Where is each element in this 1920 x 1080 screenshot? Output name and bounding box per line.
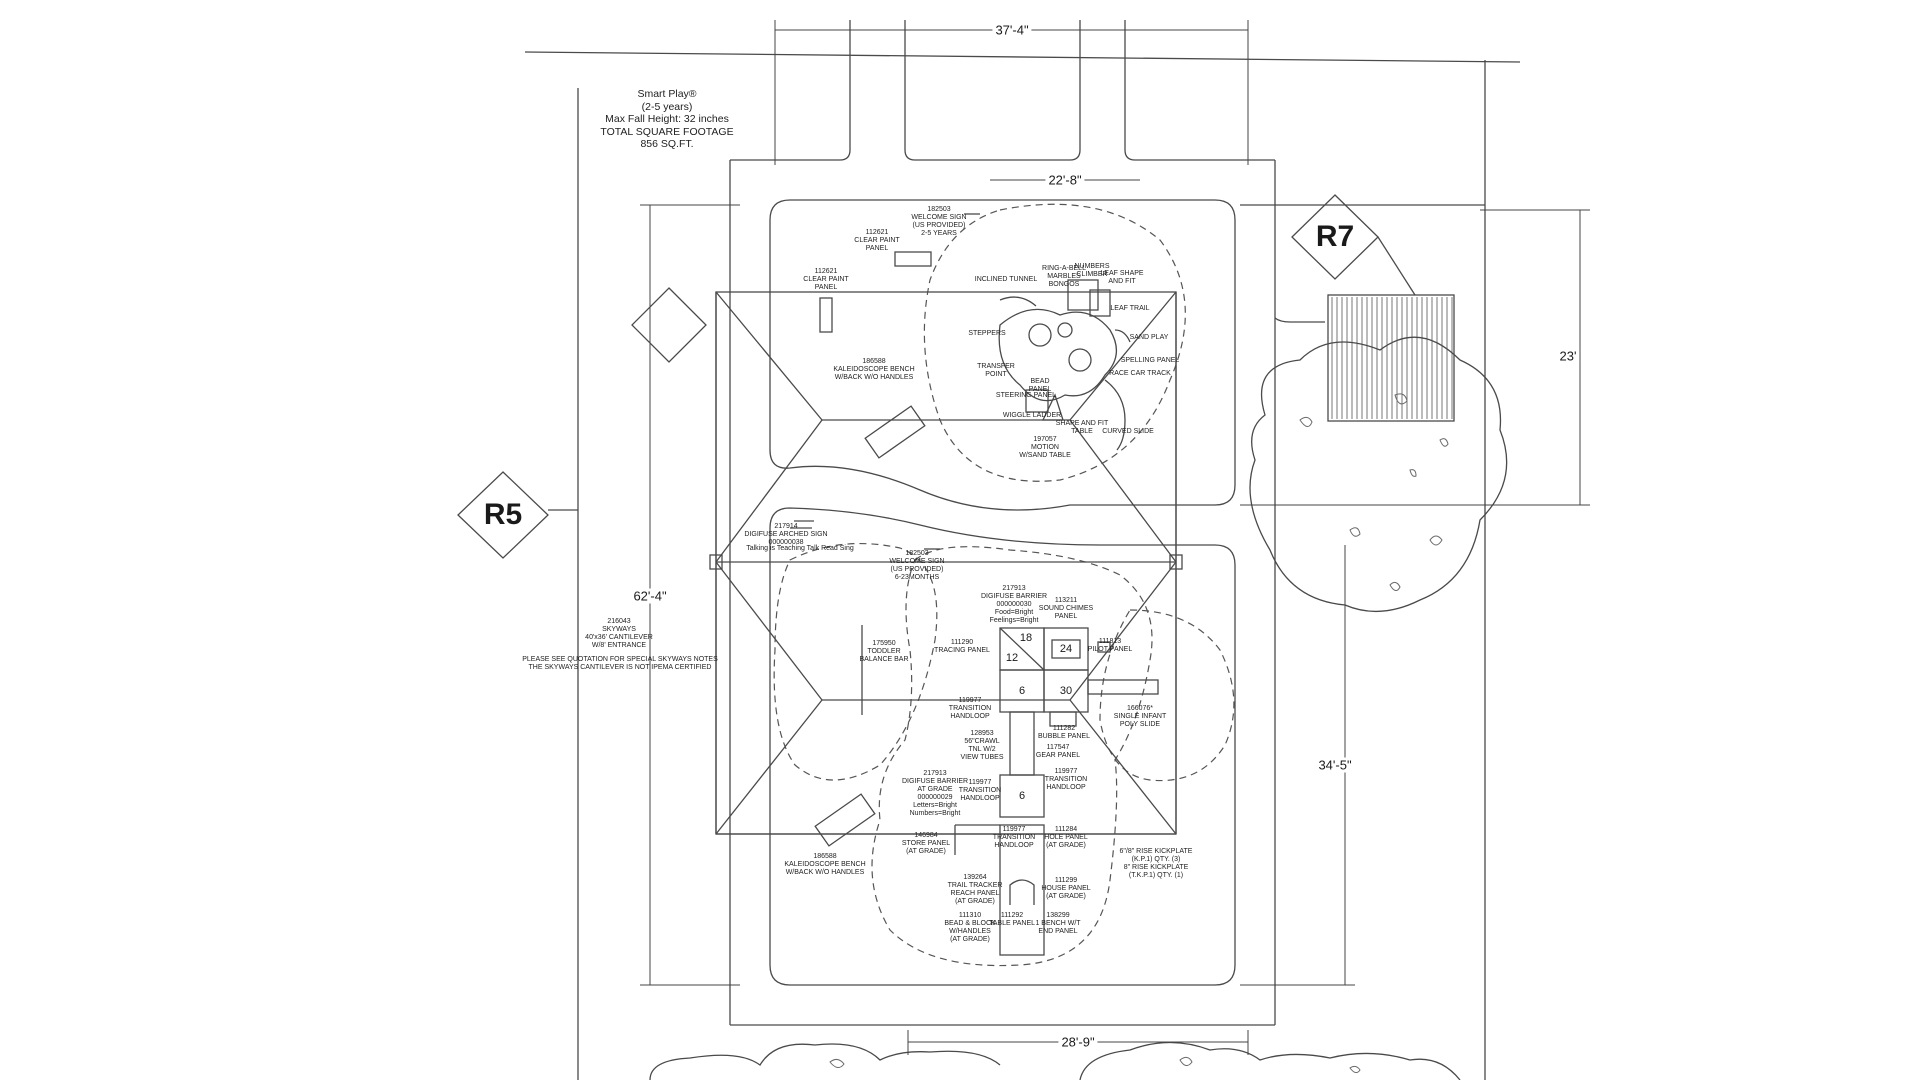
- label-pilot-panel: 111813 PILOT PANEL: [1087, 638, 1133, 653]
- label-store-panel: 146984 STORE PANEL (AT GRADE): [901, 832, 951, 855]
- label-arched-sign-text: Talking is Teaching Talk Read Sing: [746, 545, 854, 552]
- label-bubble-panel: 111282 BUBBLE PANEL: [1037, 725, 1091, 740]
- label-hole-panel: 111284 HOLE PANEL (AT GRADE): [1044, 826, 1088, 849]
- deck-height-18: 18: [1019, 632, 1033, 644]
- label-welcome-sign-bottom: 182503 WELCOME SIGN (US PROVIDED) 6-23MO…: [889, 550, 945, 581]
- marker-r7: R7: [1315, 220, 1355, 253]
- label-clear-paint-a: 112621 CLEAR PAINT PANEL: [854, 229, 900, 252]
- label-tracing-panel: 111290 TRACING PANEL: [934, 639, 990, 654]
- dimension-right-upper: 23': [1556, 348, 1580, 364]
- use-zones: [773, 203, 1235, 967]
- label-sand-play: SAND PLAY: [1129, 334, 1169, 341]
- title-line-1: Smart Play®: [637, 88, 697, 100]
- label-ring-a-bell: RING-A-BELL MARBLES BONGOS: [1042, 265, 1086, 288]
- label-house-panel: 111299 HOUSE PANEL (AT GRADE): [1041, 877, 1091, 900]
- lower-play-structure: [790, 527, 1159, 956]
- label-kaleidoscope-top: 186588 KALEIDOSCOPE BENCH W/BACK W/O HAN…: [833, 358, 915, 381]
- label-wiggle-ladder: WIGGLE LADDER: [1002, 412, 1062, 419]
- surface-zones: [769, 199, 1236, 986]
- label-skyways-note: PLEASE SEE QUOTATION FOR SPECIAL SKYWAYS…: [522, 656, 718, 671]
- deck-height-24: 24: [1059, 643, 1073, 655]
- label-shape-and-fit: SHAPE AND FIT TABLE: [1055, 420, 1109, 435]
- label-clear-paint-b: 112621 CLEAR PAINT PANEL: [803, 268, 849, 291]
- deck-height-6b: 6: [1018, 790, 1026, 802]
- title-line-4: TOTAL SQUARE FOOTAGE: [600, 125, 734, 138]
- label-leaf-trail: LEAF TRAIL: [1110, 305, 1150, 312]
- label-bench-end: 138299 1 BENCH W/T END PANEL: [1035, 912, 1081, 935]
- label-toddler-bar: 175950 TODDLER BALANCE BAR: [859, 640, 909, 663]
- diamond-markers: [457, 194, 1416, 559]
- label-race-car: RACE CAR TRACK: [1109, 370, 1171, 377]
- label-digifuse-barrier-b: 217913 DIGIFUSE BARRIER AT GRADE 0000000…: [901, 770, 969, 817]
- title-line-2: (2-5 years): [641, 100, 693, 113]
- bottom-tree-line: [649, 1041, 1461, 1080]
- label-transition-d: 119977 TRANSITION HANDLOOP: [992, 826, 1036, 849]
- title-line-3: Max Fall Height: 32 inches: [605, 113, 729, 125]
- deck-height-30: 30: [1059, 685, 1073, 697]
- label-crawl-tunnel: 128953 56"CRAWL TNL W/2 VIEW TUBES: [960, 730, 1004, 761]
- label-numbers-climber: NUMBERS CLIMBER: [1074, 263, 1110, 278]
- label-curved-slide: CURVED SLIDE: [1102, 428, 1154, 435]
- site-furnishings: [794, 213, 980, 847]
- dimension-inner-width: 22'-8": [1045, 172, 1085, 188]
- label-table-panel: 111292 TABLE PANEL: [988, 912, 1036, 927]
- title-block: Smart Play® (2-5 years) Max Fall Height:…: [587, 88, 747, 151]
- dimension-top-width: 37'-4": [992, 22, 1032, 38]
- upper-play-structure: [998, 279, 1131, 451]
- label-trail-tracker: 139264 TRAIL TRACKER REACH PANEL (AT GRA…: [947, 874, 1003, 905]
- marker-r5: R5: [483, 498, 523, 531]
- label-kickplate: 6"/8" RISE KICKPLATE (K.P.1) QTY. (3) 8"…: [1119, 848, 1193, 879]
- label-leaf-shape: LEAF SHAPE AND FIT: [1100, 270, 1144, 285]
- label-transition-b: 119977 TRANSITION HANDLOOP: [1044, 768, 1088, 791]
- label-gear-panel: 117547 GEAR PANEL: [1035, 744, 1081, 759]
- label-welcome-sign-top: 182503 WELCOME SIGN (US PROVIDED) 2-5 YE…: [911, 206, 967, 237]
- label-motion-sand: 197057 MOTION W/SAND TABLE: [1019, 436, 1071, 459]
- label-transition-c: 119977 TRANSITION HANDLOOP: [958, 779, 1002, 802]
- skyways-canopy: [709, 291, 1183, 835]
- label-single-infant: 166076* SINGLE INFANT POLY SLIDE: [1113, 705, 1167, 728]
- label-steering-panel: STEERING PANEL: [995, 392, 1057, 399]
- label-transfer-point: TRANSFER POINT: [977, 363, 1015, 378]
- label-inclined-tunnel: INCLINED TUNNEL: [974, 276, 1038, 283]
- label-transition-a: 119977 TRANSITION HANDLOOP: [948, 697, 992, 720]
- property-lines: [524, 20, 1521, 1080]
- label-sound-chimes: 113211 SOUND CHIMES PANEL: [1038, 597, 1094, 620]
- label-steppers: STEPPERS: [968, 330, 1006, 337]
- title-line-5: 856 SQ.FT.: [640, 138, 694, 150]
- label-kaleidoscope-bottom: 186588 KALEIDOSCOPE BENCH W/BACK W/O HAN…: [784, 853, 866, 876]
- label-arched-sign: 217914 DIGIFUSE ARCHED SIGN 000000038: [744, 523, 828, 546]
- dimension-bottom-width: 28'-9": [1058, 1034, 1098, 1050]
- shade-shelter: [1249, 294, 1508, 613]
- deck-height-6a: 6: [1018, 685, 1026, 697]
- label-skyways: 216043 SKYWAYS 40'x36' CANTILEVER W/8' E…: [585, 618, 653, 649]
- label-spelling-panel: SPELLING PANEL: [1120, 357, 1180, 364]
- label-bead-block: 111310 BEAD & BLOCK W/HANDLES (AT GRADE): [944, 912, 996, 943]
- dimension-height-left: 62'-4": [630, 588, 670, 604]
- label-digifuse-barrier-a: 217913 DIGIFUSE BARRIER 000000030 Food=B…: [980, 585, 1048, 624]
- deck-height-12: 12: [1005, 652, 1019, 664]
- dimension-right-lower: 34'-5": [1315, 757, 1355, 773]
- label-bead-panel: BEAD PANEL: [1028, 378, 1052, 393]
